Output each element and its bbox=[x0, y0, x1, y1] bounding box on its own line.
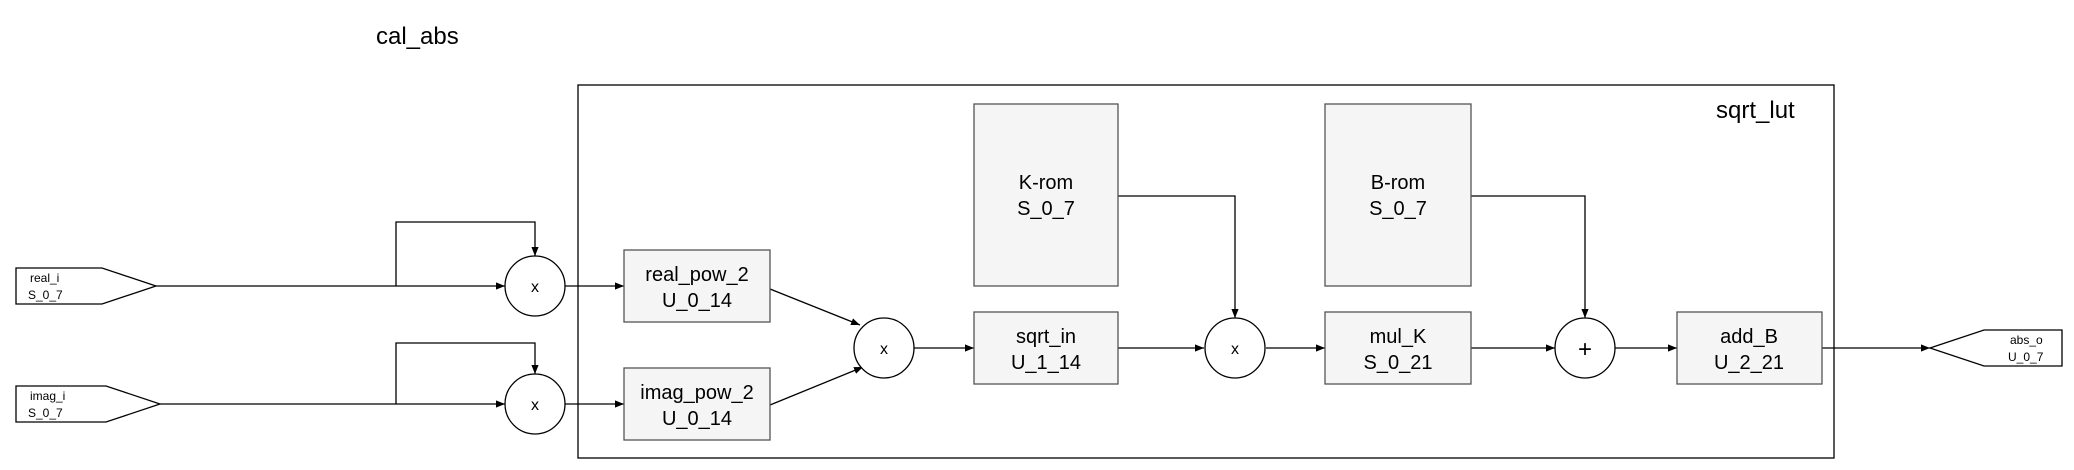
block-real-pow-2-name: real_pow_2 bbox=[645, 264, 748, 286]
wire-b-rom-add bbox=[1471, 195, 1589, 318]
block-sqrt-in-type: U_1_14 bbox=[1011, 352, 1081, 374]
multiplier-real-symbol: x bbox=[531, 279, 539, 296]
input-imag-name: imag_i bbox=[30, 389, 65, 403]
output-name: abs_o bbox=[2010, 333, 2043, 347]
input-real-name: real_i bbox=[30, 271, 59, 285]
block-real-pow-2-type: U_0_14 bbox=[662, 290, 732, 312]
multiplier-k-symbol: x bbox=[1231, 341, 1239, 358]
adder-b: + bbox=[1554, 317, 1616, 379]
block-imag-pow-2-name: imag_pow_2 bbox=[640, 382, 753, 404]
block-imag-pow-2-type: U_0_14 bbox=[662, 408, 732, 430]
block-mul-k-name: mul_K bbox=[1370, 326, 1427, 348]
block-sqrt-in: sqrt_in U_1_14 bbox=[973, 311, 1119, 385]
output-type: U_0_7 bbox=[2008, 350, 2044, 364]
block-k-rom-name: K-rom bbox=[1019, 172, 1073, 194]
block-k-rom: K-rom S_0_7 bbox=[973, 103, 1119, 287]
block-sqrt-in-name: sqrt_in bbox=[1016, 326, 1076, 348]
input-port-imag: imag_i S_0_7 bbox=[15, 385, 163, 423]
multiplier-imag: x bbox=[504, 373, 566, 435]
input-port-real: real_i S_0_7 bbox=[15, 267, 159, 305]
sqrt-lut-container bbox=[577, 84, 1835, 459]
diagram-title: cal_abs bbox=[376, 23, 459, 50]
block-mul-k-type: S_0_21 bbox=[1364, 352, 1433, 374]
block-b-rom-type: S_0_7 bbox=[1369, 198, 1427, 220]
block-b-rom: B-rom S_0_7 bbox=[1324, 103, 1472, 287]
wire-imag-loop bbox=[395, 342, 539, 404]
output-port-abs: abs_o U_0_7 bbox=[1927, 329, 2063, 367]
combiner-pow-symbol: x bbox=[880, 341, 888, 358]
wire-imag-pow-sum bbox=[769, 366, 864, 406]
block-add-b-type: U_2_21 bbox=[1714, 352, 1784, 374]
block-imag-pow-2: imag_pow_2 U_0_14 bbox=[623, 367, 771, 441]
block-k-rom-type: S_0_7 bbox=[1017, 198, 1075, 220]
block-add-b-name: add_B bbox=[1720, 326, 1778, 348]
wire-real-pow-sum bbox=[769, 288, 861, 326]
multiplier-k: x bbox=[1204, 317, 1266, 379]
multiplier-real: x bbox=[504, 255, 566, 317]
block-b-rom-name: B-rom bbox=[1371, 172, 1425, 194]
wire-k-rom-mul bbox=[1118, 195, 1239, 318]
multiplier-imag-symbol: x bbox=[531, 397, 539, 414]
block-real-pow-2: real_pow_2 U_0_14 bbox=[623, 249, 771, 323]
block-mul-k: mul_K S_0_21 bbox=[1324, 311, 1472, 385]
wire-real-loop bbox=[395, 221, 539, 286]
input-real-type: S_0_7 bbox=[28, 288, 63, 302]
block-add-b: add_B U_2_21 bbox=[1676, 311, 1823, 385]
adder-b-symbol: + bbox=[1578, 336, 1592, 363]
sqrt-lut-label: sqrt_lut bbox=[1716, 97, 1795, 124]
combiner-pow: x bbox=[853, 317, 915, 379]
input-imag-type: S_0_7 bbox=[28, 406, 63, 420]
